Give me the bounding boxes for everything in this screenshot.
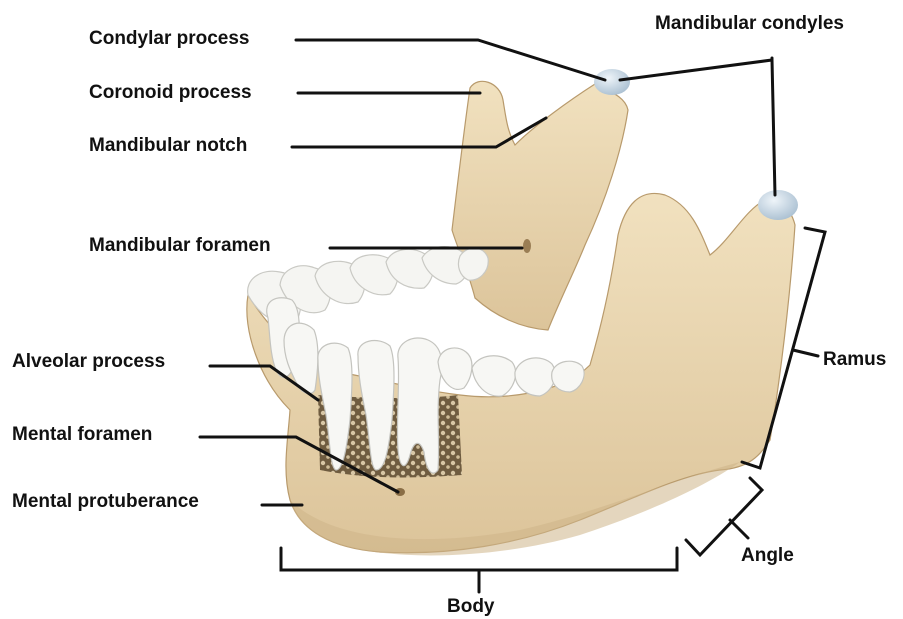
far-condyle bbox=[594, 69, 630, 95]
leader-condylar bbox=[296, 40, 605, 80]
label-coronoid-process: Coronoid process bbox=[89, 83, 252, 102]
bracket-ramus-tick bbox=[793, 350, 818, 356]
label-ramus: Ramus bbox=[823, 350, 886, 369]
label-angle: Angle bbox=[741, 546, 794, 565]
label-mandibular-foramen: Mandibular foramen bbox=[89, 236, 271, 255]
bracket-angle-tick bbox=[730, 520, 748, 538]
leader-condyles bbox=[620, 60, 775, 195]
label-mental-foramen: Mental foramen bbox=[12, 425, 152, 444]
label-condylar-process: Condylar process bbox=[89, 29, 250, 48]
label-body: Body bbox=[447, 597, 495, 616]
label-mental-protuberance: Mental protuberance bbox=[12, 492, 199, 511]
bracket-angle bbox=[686, 478, 762, 555]
label-alveolar-process: Alveolar process bbox=[12, 352, 165, 371]
mandibular-foramen-hole bbox=[523, 239, 531, 253]
label-mandibular-notch: Mandibular notch bbox=[89, 136, 247, 155]
near-condyle bbox=[758, 190, 798, 220]
label-mandibular-condyles: Mandibular condyles bbox=[655, 14, 844, 33]
far-ramus bbox=[452, 81, 628, 330]
